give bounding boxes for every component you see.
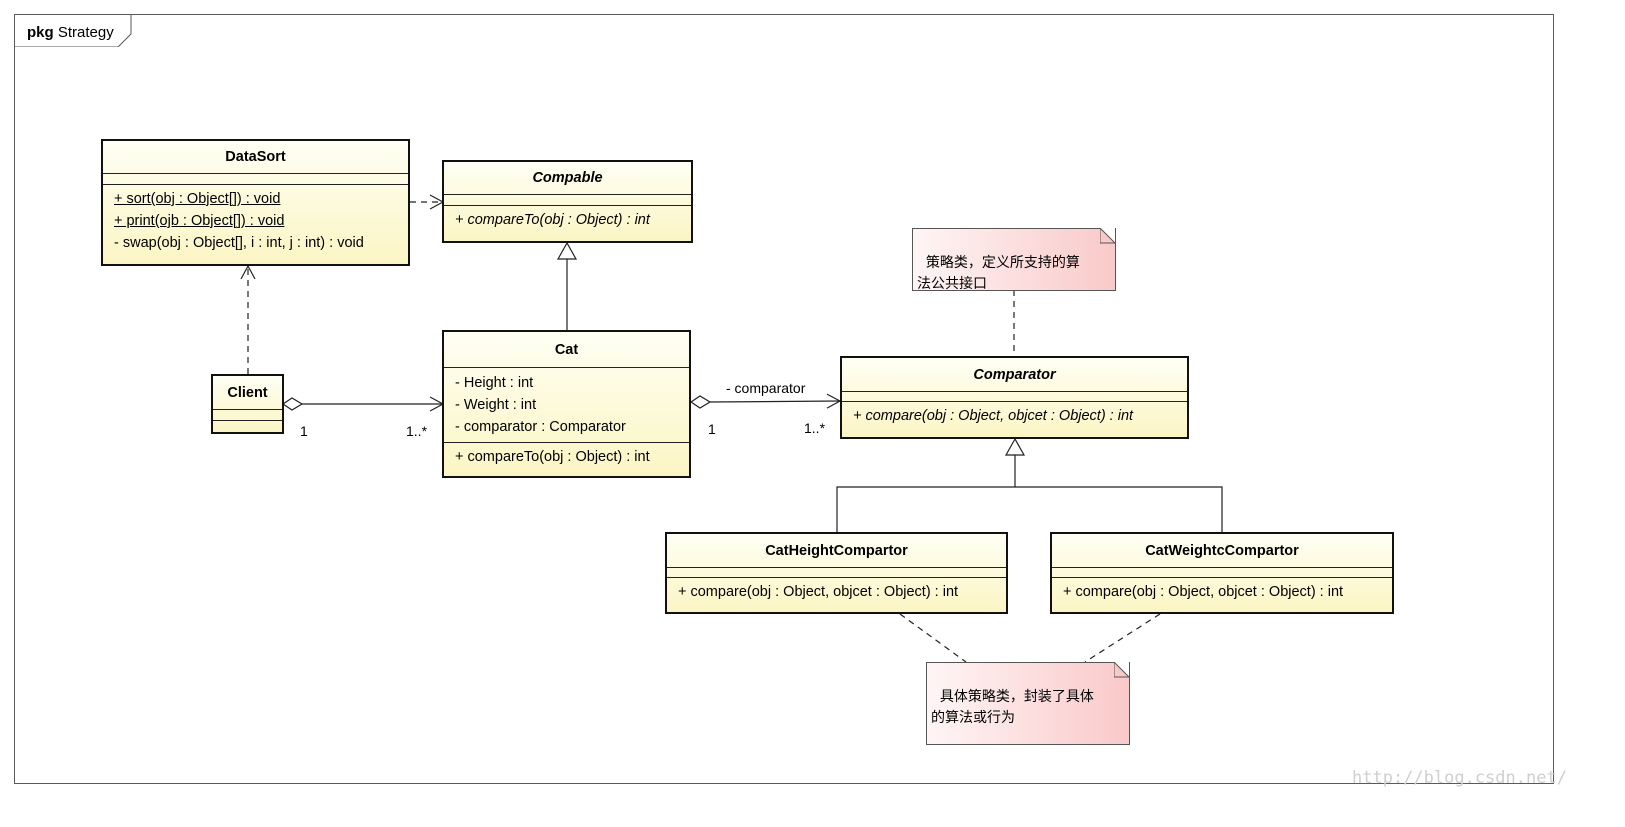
attribute-compartment [444,195,691,206]
operation-compartment: + sort(obj : Object[]) : void + print(oj… [103,185,408,257]
operation-compareto: + compareTo(obj : Object) : int [455,212,650,228]
operation-compareto: + compareTo(obj : Object) : int [455,449,650,465]
note-text: 具体策略类，封装了具体 的算法或行为 [931,689,1094,726]
class-name: DataSort [103,141,408,174]
comparator-role-label: - comparator [726,380,806,396]
operation-print: + print(ojb : Object[]) : void [114,213,285,229]
class-catheightcompartor[interactable]: CatHeightCompartor + compare(obj : Objec… [665,532,1008,614]
attribute-weight: - Weight : int [455,397,537,413]
watermark: http://blog.csdn.net/ [1352,768,1567,788]
generalization-cat-compable-arrow [556,241,578,260]
note-anchor-catheight [899,613,967,663]
operation-compartment: + compare(obj : Object, objcet : Object)… [667,578,1006,606]
note-concrete-fold-icon [1114,662,1130,678]
class-name: Cat [444,332,689,368]
class-catweightccompartor[interactable]: CatWeightcCompartor + compare(obj : Obje… [1050,532,1394,614]
operation-compartment: + compare(obj : Object, objcet : Object)… [842,402,1187,430]
comparator-multiplicity: 1..* [804,420,826,436]
note-concrete[interactable]: 具体策略类，封装了具体 的算法或行为 [926,662,1130,745]
attribute-compartment [1052,568,1392,578]
operation-compartment: + compare(obj : Object, objcet : Object)… [1052,578,1392,606]
package-name: Strategy [57,24,114,41]
package-tab [14,14,132,47]
note-anchor-catweight [1084,613,1161,663]
operation-compare: + compare(obj : Object, objcet : Object)… [678,584,959,600]
aggregation-client-diamond [281,397,304,411]
client-multiplicity: 1 [300,423,308,439]
class-comparator[interactable]: Comparator + compare(obj : Object, objce… [840,356,1189,439]
cat-comparator-multiplicity: 1 [708,421,716,437]
operation-compare: + compare(obj : Object, objcet : Object)… [1063,584,1344,600]
operation-sort: + sort(obj : Object[]) : void [114,191,281,207]
attribute-compartment [213,410,282,421]
generalization-catheight-comparator [836,486,1015,532]
class-name: Comparator [842,358,1187,392]
package-frame [14,14,1554,784]
package-label: pkg Strategy [27,24,114,41]
attribute-compartment [103,174,408,185]
class-compable[interactable]: Compable + compareTo(obj : Object) : int [442,160,693,243]
attribute-compartment: - Height : int - Weight : int - comparat… [444,368,689,443]
class-name: CatWeightcCompartor [1052,534,1392,568]
class-client[interactable]: Client [211,374,284,434]
class-name: Client [213,376,282,410]
package-keyword: pkg [27,24,54,41]
cat-multiplicity: 1..* [406,423,428,439]
attribute-compartment [842,392,1187,402]
operation-compartment: + compareTo(obj : Object) : int [444,206,691,234]
operation-compartment: + compareTo(obj : Object) : int [444,443,689,471]
note-text: 策略类，定义所支持的算 法公共接口 [917,255,1080,292]
class-cat[interactable]: Cat - Height : int - Weight : int - comp… [442,330,691,478]
operation-swap: - swap(obj : Object[], i : int, j : int)… [114,235,364,251]
class-datasort[interactable]: DataSort + sort(obj : Object[]) : void +… [101,139,410,266]
attribute-height: - Height : int [455,375,534,391]
aggregation-cat-diamond [689,395,712,409]
generalization-comparator-arrow [1004,437,1026,456]
aggregation-cat-comparator [709,393,842,409]
note-strategy[interactable]: 策略类，定义所支持的算 法公共接口 [912,228,1116,292]
class-name: Compable [444,162,691,195]
note-strategy-fold-icon [1100,228,1116,244]
attribute-comparator: - comparator : Comparator [455,419,626,435]
class-name: CatHeightCompartor [667,534,1006,568]
operation-compare: + compare(obj : Object, objcet : Object)… [853,408,1134,424]
attribute-compartment [667,568,1006,578]
generalization-catweight-comparator [1015,486,1223,532]
